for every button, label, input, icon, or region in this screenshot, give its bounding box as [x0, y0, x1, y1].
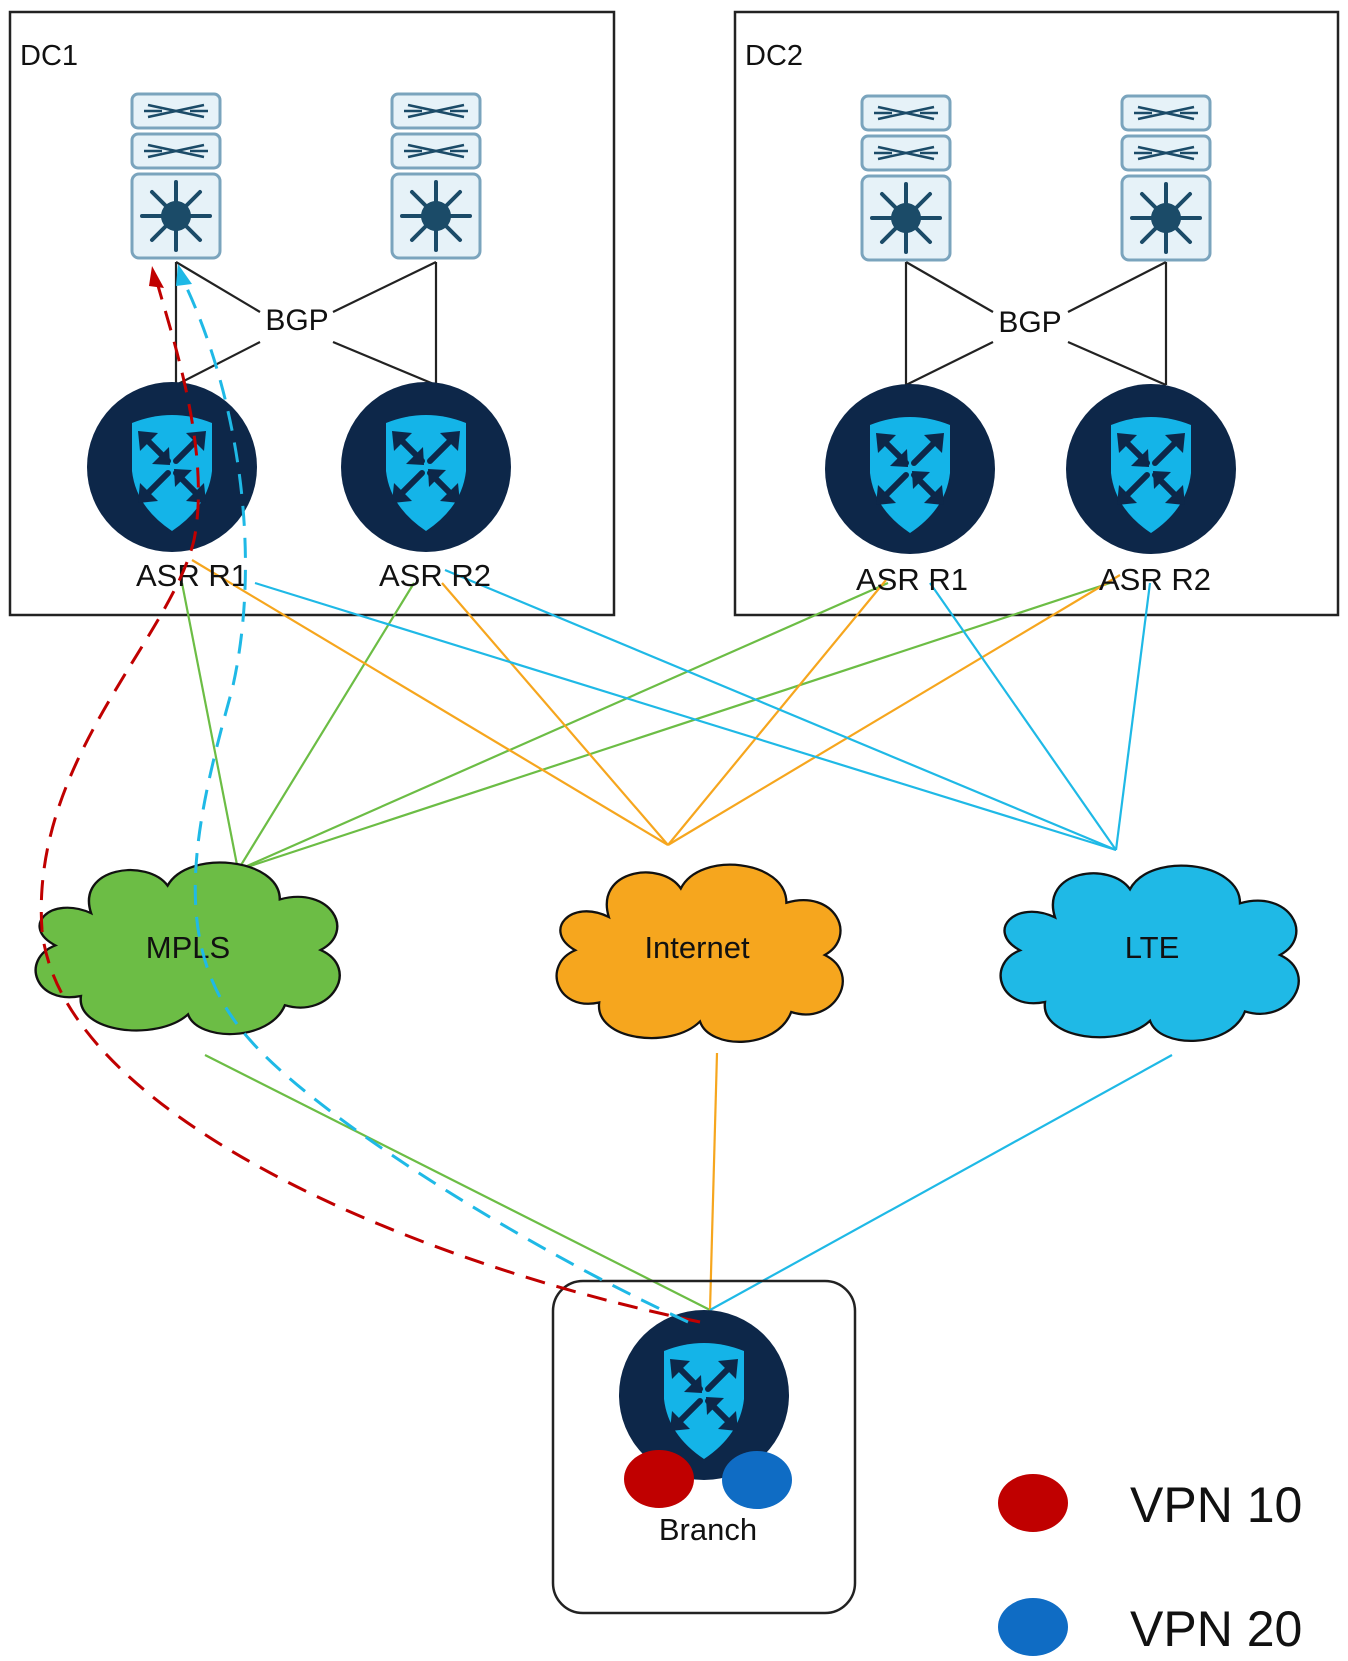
- dc2-switch-2-icon: [1120, 94, 1212, 262]
- branch-label: Branch: [659, 1512, 757, 1547]
- vpn10-path: [39, 281, 701, 1324]
- branch-box: [551, 1279, 857, 1615]
- mpls-label: MPLS: [146, 930, 230, 965]
- lte-label: LTE: [1125, 930, 1180, 965]
- internet-label: Internet: [644, 930, 750, 965]
- branch-vpn20-marker: [722, 1451, 792, 1509]
- dc1-switch-1-icon: [130, 92, 222, 260]
- lte-links: [254, 568, 1173, 1311]
- dc2-bgp-label: BGP: [998, 306, 1061, 339]
- mpls-links: [180, 581, 1111, 1311]
- dc1-bgp-label: BGP: [265, 304, 328, 337]
- dc2-router-1-label: ASR R1: [856, 562, 968, 597]
- dc1-router-1-icon: [87, 382, 257, 552]
- dc1-router-2-icon: [341, 382, 511, 552]
- legend-vpn20-label: VPN 20: [1130, 1601, 1302, 1657]
- vpn20-path: [182, 281, 689, 1324]
- dc1-label: DC1: [20, 40, 78, 72]
- branch-vpn10-marker: [624, 1450, 694, 1508]
- dc2-router-2-icon: [1066, 384, 1236, 554]
- dc2-router-1-icon: [825, 384, 995, 554]
- dc1-router-1-label: ASR R1: [136, 558, 248, 593]
- dc1-router-2-label: ASR R2: [379, 558, 491, 593]
- dc1-switch-2-icon: [390, 92, 482, 260]
- vpn20-arrowhead: [176, 264, 192, 286]
- bgp-links: [174, 261, 1168, 387]
- dc2-box: [733, 10, 1340, 617]
- dc1-box: [8, 10, 616, 617]
- vpn10-arrowhead: [149, 266, 164, 288]
- dc2-switch-1-icon: [860, 94, 952, 262]
- legend-vpn20-swatch: [998, 1598, 1068, 1656]
- internet-links: [191, 559, 1121, 1311]
- legend-vpn10-swatch: [998, 1474, 1068, 1532]
- dc2-label: DC2: [745, 40, 803, 72]
- dc2-router-2-label: ASR R2: [1099, 562, 1211, 597]
- legend-vpn10-label: VPN 10: [1130, 1477, 1302, 1533]
